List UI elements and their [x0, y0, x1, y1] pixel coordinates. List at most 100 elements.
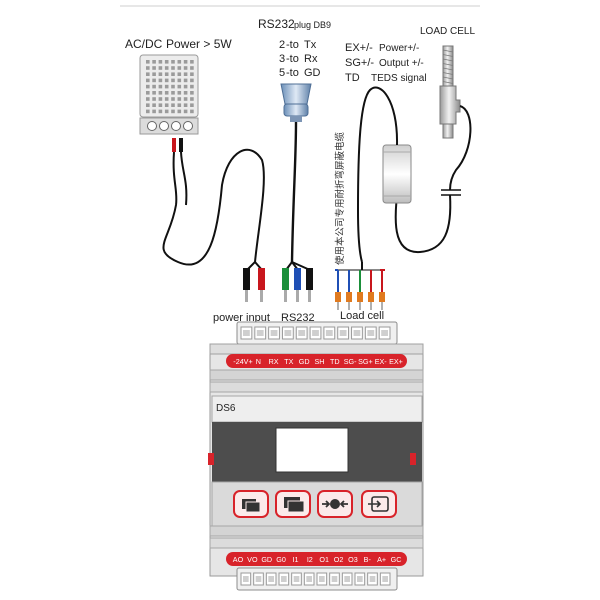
terminal-label: I2 [307, 555, 313, 564]
vent-hole [183, 97, 188, 101]
terminal-label: EX+ [389, 357, 403, 366]
vent-hole [190, 72, 194, 76]
device-model: DS6 [216, 403, 236, 414]
vent-hole [158, 84, 163, 89]
vent-hole [146, 78, 150, 83]
vent-hole [171, 78, 175, 83]
power-supply: AC/DC Power > 5W [125, 37, 232, 152]
enter-button[interactable] [361, 490, 397, 518]
vent-hole [152, 91, 156, 95]
rs232-pin-sig: GD [304, 67, 321, 79]
load-cell-cable-upper [356, 86, 399, 263]
load-cell-line-desc: Power+/- [379, 43, 419, 54]
vent-hole [177, 72, 182, 76]
vent-hole [183, 84, 188, 89]
rs232-plug: RS232 plug DB9 2 -to Tx 3 -to Rx 5 -to G… [258, 17, 331, 122]
function-button[interactable] [275, 490, 311, 518]
terminal-label: G0 [276, 555, 286, 564]
vent-hole [152, 72, 156, 76]
power-supply-vent-grid [146, 60, 194, 114]
vent-hole [164, 109, 169, 114]
vent-hole [152, 78, 156, 83]
load-cell-cable-lower [394, 184, 452, 254]
bottom-terminal-strip [226, 552, 407, 566]
label-rs232: RS232 [281, 312, 315, 324]
load-cell-line-code: EX+/- [345, 42, 373, 54]
vent-hole [146, 103, 150, 107]
rs232-title: RS232 [258, 17, 295, 31]
terminal-label: -24V+ [233, 357, 252, 366]
power-plus-lead [172, 138, 176, 152]
vent-hole [164, 78, 169, 83]
rs232-pin-num: 2 [279, 39, 285, 51]
vent-hole [190, 103, 194, 107]
power-minus-lead [179, 138, 183, 152]
vent-hole [177, 78, 182, 83]
vent-hole [171, 84, 175, 89]
vent-hole [183, 91, 188, 95]
rs232-pin-to: -to [286, 67, 299, 79]
terminal-label: GD [261, 555, 272, 564]
vent-hole [152, 109, 156, 114]
load-cell-lead [449, 105, 472, 191]
terminal-label: SG+ [358, 357, 373, 366]
vent-hole [158, 91, 163, 95]
label-power-input: power input [213, 312, 270, 324]
terminal-label: SG- [344, 357, 357, 366]
terminal-label: O2 [334, 555, 344, 564]
arrows-icon [322, 499, 348, 509]
vent-hole [190, 60, 194, 64]
load-cell-body [439, 85, 461, 125]
vent-hole [183, 72, 188, 76]
vent-hole [171, 91, 175, 95]
wire-ferrules [335, 292, 385, 310]
vent-hole [190, 84, 194, 89]
db9-boot [283, 103, 309, 117]
ferrule [368, 292, 374, 302]
vent-hole [146, 84, 150, 89]
vent-hole [164, 103, 169, 107]
vent-hole [183, 78, 188, 83]
vent-hole [171, 97, 175, 101]
terminal-label: AO [233, 555, 244, 564]
vent-hole [171, 103, 175, 107]
display-screen [275, 427, 349, 473]
label-load-cell: Load cell [340, 310, 384, 322]
shift-button[interactable] [317, 490, 353, 518]
terminal-label: TD [330, 357, 340, 366]
vent-hole [177, 103, 182, 107]
plug-black [243, 268, 250, 290]
terminal-label: EX- [375, 357, 388, 366]
power-terminal-screw [183, 121, 193, 131]
vent-hole [158, 66, 163, 70]
rs232-pin-sig: Tx [304, 39, 317, 51]
vent-hole [177, 97, 182, 101]
vent-hole [158, 72, 163, 76]
terminal-label: RX [269, 357, 279, 366]
vent-hole [171, 66, 175, 70]
thread-lines [442, 49, 454, 84]
load-cell-line-desc: Output +/- [379, 58, 424, 69]
vent-hole [146, 91, 150, 95]
rs232-pin-sig: Rx [304, 53, 318, 65]
terminal-label: I1 [292, 555, 298, 564]
vent-hole [146, 66, 150, 70]
terminal-label: O3 [348, 555, 358, 564]
load-cell-line-desc: TEDS signal [371, 73, 427, 84]
vent-hole [171, 72, 175, 76]
power-plugs [243, 261, 265, 302]
vent-hole [177, 60, 182, 64]
enter-icon [368, 496, 389, 512]
power-supply-title: Power > 5W [166, 37, 232, 51]
menu-button[interactable] [233, 490, 269, 518]
vent-hole [190, 66, 194, 70]
vent-hole [158, 109, 163, 114]
side-latch-left [208, 453, 214, 465]
bottom-plug-slots [240, 572, 391, 586]
plug-blue [294, 268, 301, 290]
rs232-cable [290, 121, 298, 263]
vent-hole [177, 84, 182, 89]
